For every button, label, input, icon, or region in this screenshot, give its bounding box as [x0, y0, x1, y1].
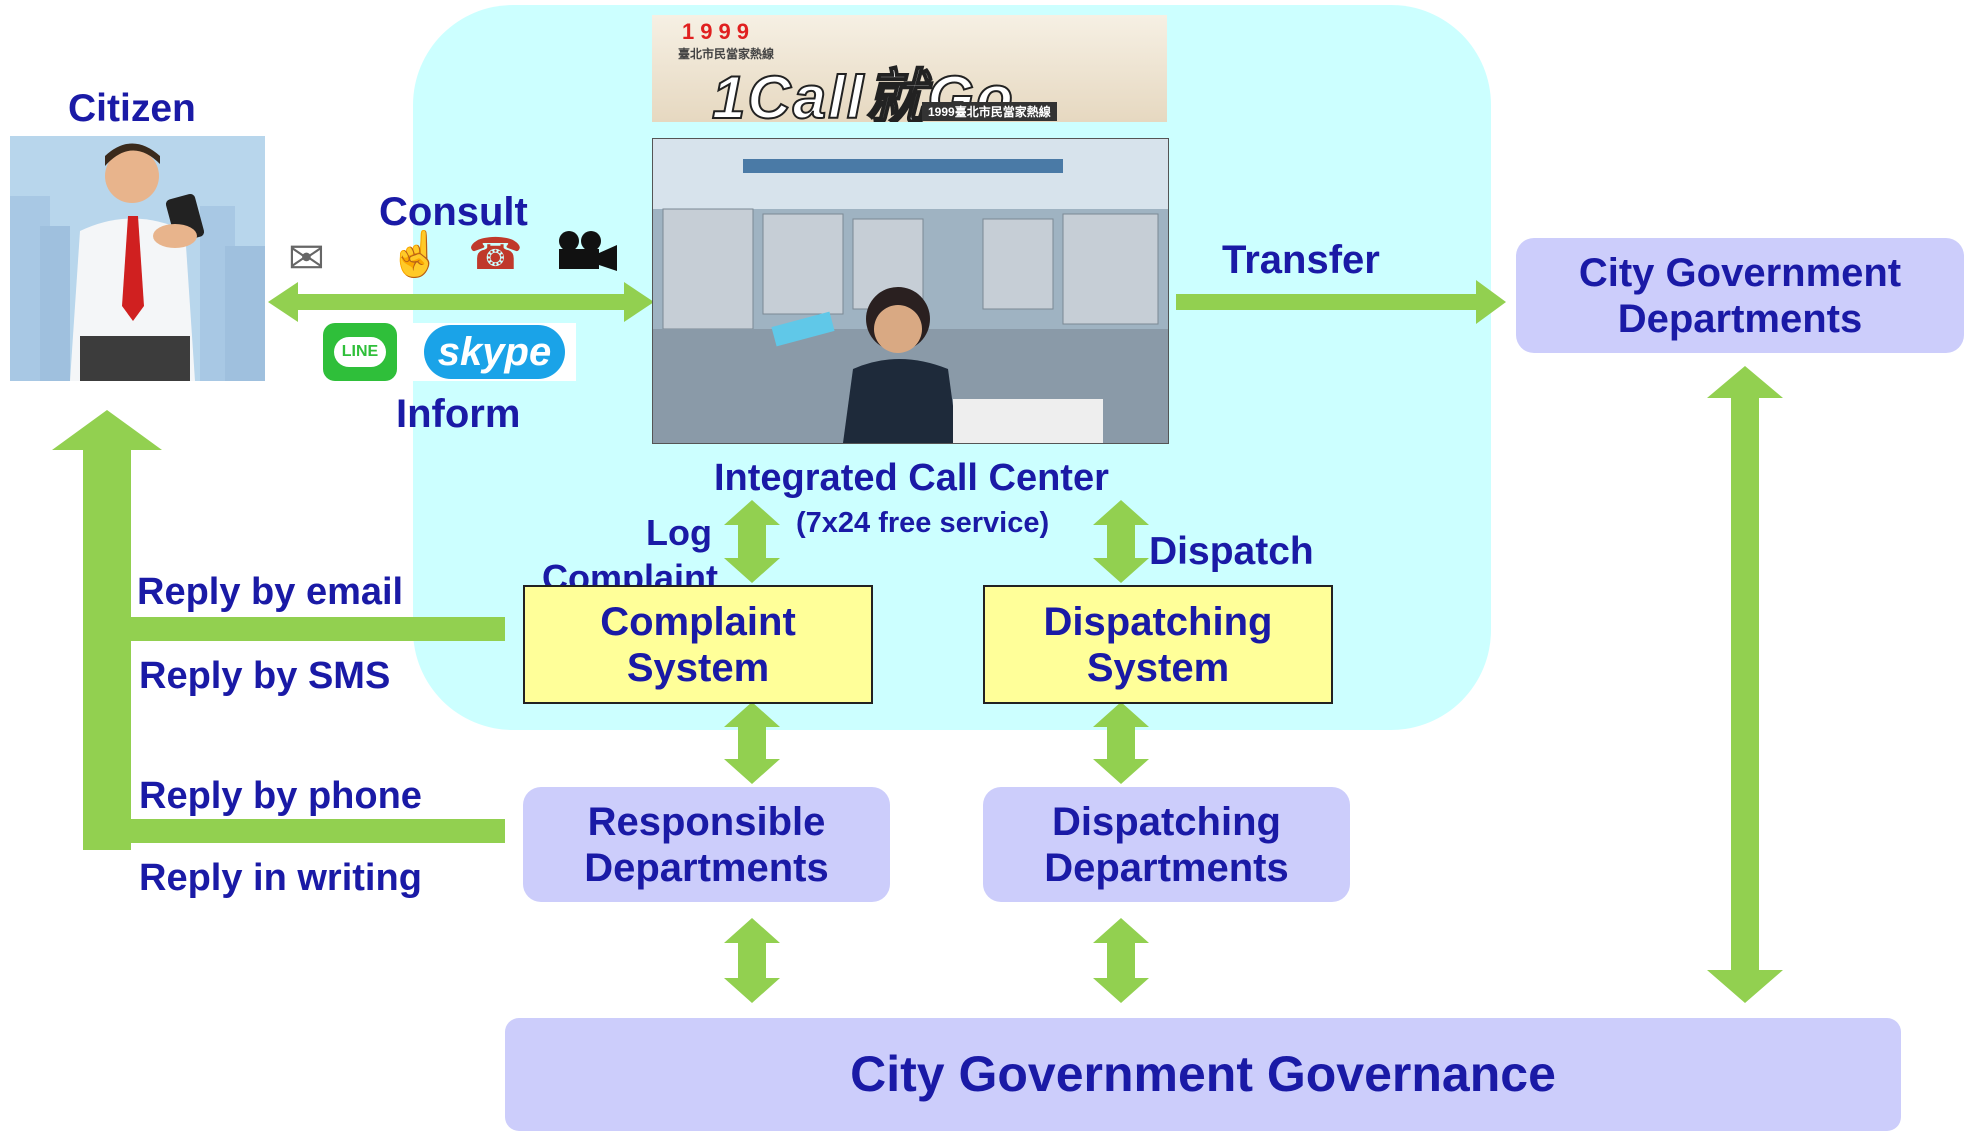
mail-icon: ✉: [288, 234, 325, 283]
city-gov-dept-line2: Departments: [1617, 296, 1863, 341]
hotline-subtitle: 臺北市民當家熱線: [678, 47, 775, 61]
line-badge-text: LINE: [333, 337, 387, 367]
dispatching-dept-line2: Departments: [1044, 845, 1289, 890]
call-center-illustration: [653, 139, 1168, 443]
reply-sms-label: Reply by SMS: [139, 655, 391, 697]
call-center-subtitle: (7x24 free service): [796, 507, 1050, 539]
dispatching-system-line2: System: [1086, 645, 1230, 690]
transfer-label: Transfer: [1222, 238, 1380, 282]
city-gov-dept-line1: City Government: [1578, 250, 1902, 295]
responsible-departments-box: Responsible Departments: [523, 787, 890, 902]
complaint-system-line1: Complaint: [600, 599, 796, 644]
dispatching-departments-box: Dispatching Departments: [983, 787, 1350, 902]
reply-phone-label: Reply by phone: [139, 775, 422, 817]
reply-phone-line: [120, 819, 505, 843]
contact-icons: ✉ ☝ ☎: [288, 225, 638, 285]
citizen-image: [10, 136, 265, 381]
consult-label: Consult: [379, 190, 528, 234]
web-click-icon: ☝: [388, 230, 443, 279]
reply-email-label: Reply by email: [137, 571, 404, 613]
hotline-banner: 1999 臺北市民當家熱線 1Call就Go 1999臺北市民當家熱線: [652, 15, 1167, 122]
city-government-governance-box: City Government Governance: [505, 1018, 1901, 1131]
skype-badge-text: skype: [423, 325, 566, 379]
hotline-small-text: 1999臺北市民當家熱線: [922, 102, 1057, 121]
log-label: Log: [646, 512, 712, 553]
call-center-photo: [652, 138, 1169, 444]
hotline-number: 1999: [682, 19, 755, 44]
reply-email-line: [120, 617, 505, 641]
governance-label: City Government Governance: [850, 1045, 1556, 1102]
city-government-departments-box: City Government Departments: [1516, 238, 1964, 353]
dispatch-label: Dispatch: [1149, 530, 1314, 573]
dispatching-system-box: Dispatching System: [983, 585, 1333, 704]
dispatching-dept-line1: Dispatching: [1052, 799, 1281, 844]
dispatch-arrow: [1093, 500, 1149, 583]
line-icon: LINE: [323, 323, 397, 381]
responsible-dept-line2: Departments: [584, 845, 829, 890]
complaint-responsible-arrow: [724, 702, 780, 784]
citygov-governance-arrow: [1707, 366, 1783, 1003]
inform-label: Inform: [396, 392, 521, 436]
dispatching-system-departments-arrow: [1093, 702, 1149, 784]
complaint-system-box: Complaint System: [523, 585, 873, 704]
telephone-icon: ☎: [468, 230, 523, 279]
citizen-illustration: [10, 143, 265, 381]
responsible-governance-arrow: [724, 918, 780, 1003]
skype-icon: skype: [413, 323, 576, 381]
video-camera-icon: [553, 229, 623, 273]
citizen-label: Citizen: [68, 87, 196, 130]
complaint-system-line2: System: [626, 645, 770, 690]
consult-inform-arrow: [268, 282, 654, 322]
responsible-dept-line1: Responsible: [587, 799, 826, 844]
reply-return-arrow: [52, 410, 162, 850]
log-complaint-arrow: [724, 500, 780, 583]
dispatching-system-line1: Dispatching: [1043, 599, 1273, 644]
transfer-arrow: [1176, 280, 1506, 324]
call-center-title: Integrated Call Center: [714, 457, 1109, 499]
reply-writing-label: Reply in writing: [139, 857, 422, 899]
dispatching-governance-arrow: [1093, 918, 1149, 1003]
